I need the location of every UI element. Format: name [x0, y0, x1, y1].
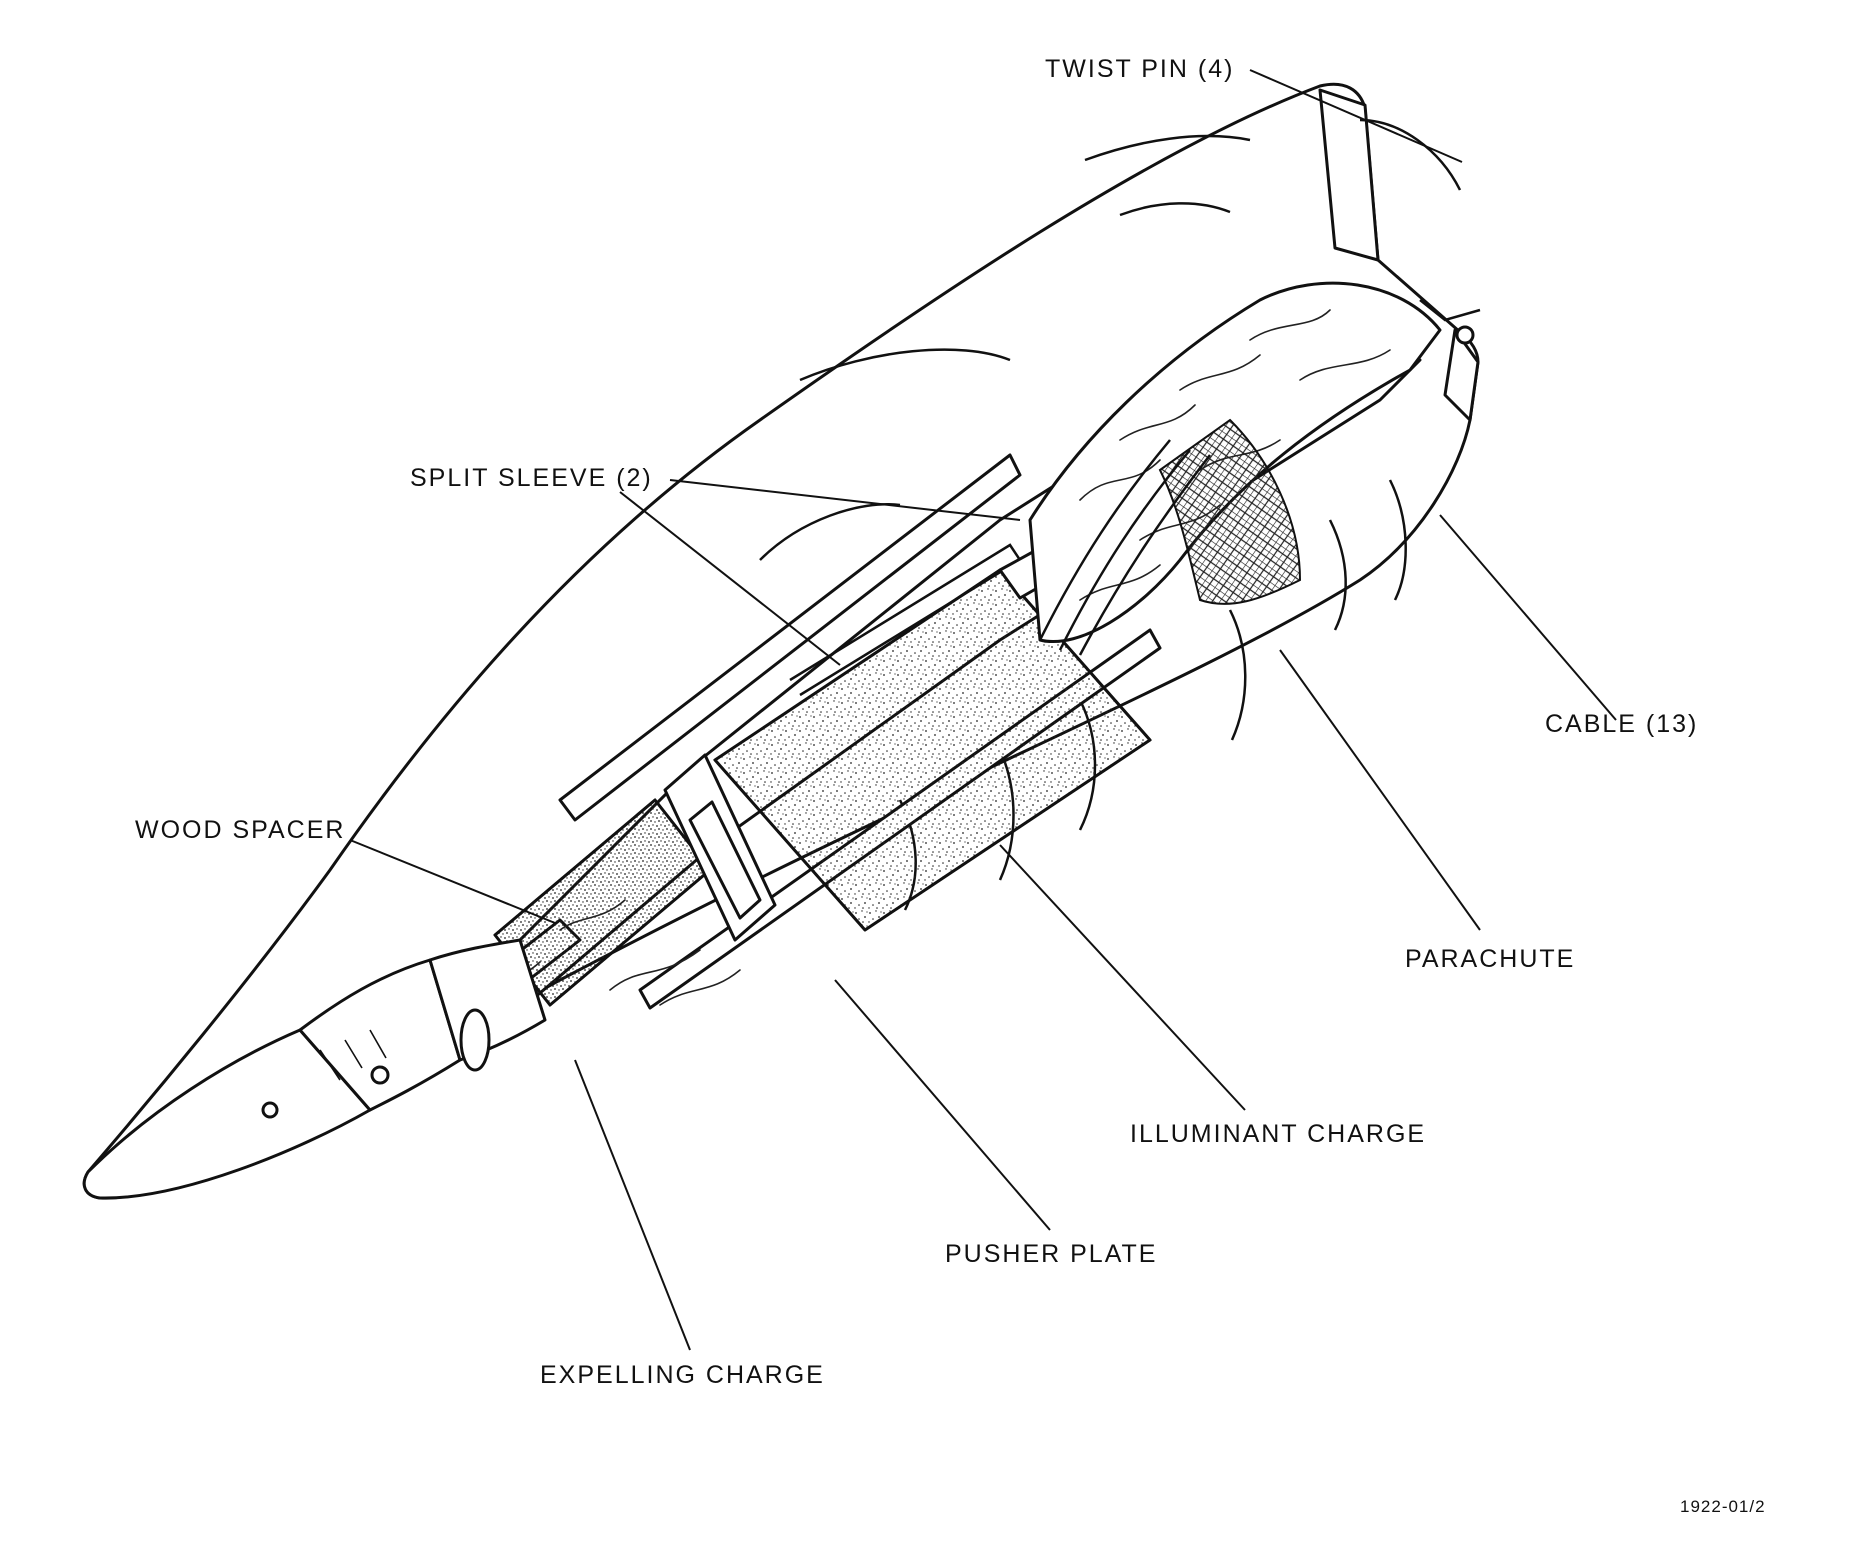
leader-expelling-charge	[574, 1059, 691, 1351]
leader-pusher-plate	[834, 979, 1051, 1231]
twist-pin-icon	[1455, 325, 1475, 345]
label-wood-spacer: WOOD SPACER	[135, 816, 345, 844]
fuze-screw-icon	[261, 1101, 279, 1119]
figure-code: 1922-01/2	[1680, 1497, 1766, 1516]
label-split-sleeve: SPLIT SLEEVE (2)	[410, 464, 653, 492]
label-cable: CABLE (13)	[1545, 710, 1698, 738]
base-assembly	[1318, 88, 1481, 422]
fuze-slot-icon	[459, 1008, 491, 1072]
fuze-screw-icon	[370, 1065, 390, 1085]
label-expelling-charge: EXPELLING CHARGE	[540, 1361, 825, 1389]
label-twist-pin: TWIST PIN (4)	[1045, 55, 1234, 83]
labels: TWIST PIN (4) SPLIT SLEEVE (2) CABLE (13…	[135, 55, 1766, 1516]
label-pusher-plate: PUSHER PLATE	[945, 1240, 1157, 1268]
leader-illuminant-charge	[999, 844, 1246, 1111]
leader-split-sleeve	[669, 479, 1021, 521]
illuminant-charge	[713, 543, 1152, 932]
cable	[1038, 418, 1302, 656]
fuze	[82, 938, 547, 1200]
leader-parachute	[1279, 649, 1481, 931]
leader-wood-spacer	[349, 839, 556, 924]
leader-twist-pin	[1249, 69, 1463, 163]
leader-split-sleeve-2	[619, 491, 841, 666]
label-illuminant-charge: ILLUMINANT CHARGE	[1130, 1120, 1426, 1148]
pusher-plate	[663, 753, 777, 942]
leader-lines	[349, 69, 1617, 1351]
leader-cable	[1439, 514, 1617, 721]
label-parachute: PARACHUTE	[1405, 945, 1575, 973]
